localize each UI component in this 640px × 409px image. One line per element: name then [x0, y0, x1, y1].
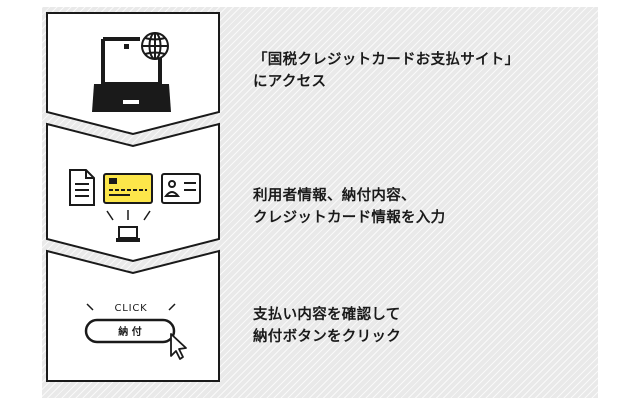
- step-2-description: 利用者情報、納付内容、 クレジットカード情報を入力: [253, 185, 445, 229]
- step-2-line-1: 利用者情報、納付内容、: [253, 188, 416, 204]
- id-card-icon: [161, 173, 201, 204]
- step-2-line-2: クレジットカード情報を入力: [253, 210, 446, 226]
- step-3-panel: [46, 249, 220, 382]
- cursor-icon: [170, 333, 187, 360]
- pay-button-label: 納 付: [118, 325, 141, 338]
- click-pay-button-icon: CLICK 納 付: [84, 303, 187, 360]
- pay-button: [84, 318, 176, 344]
- document-icon: [69, 169, 95, 206]
- step-3-line-1: 支払い内容を確認して: [253, 307, 401, 323]
- step-3-description: 支払い内容を確認して 納付ボタンをクリック: [253, 304, 401, 348]
- step-1-description: 「国税クレジットカードお支払サイト」 にアクセス: [253, 49, 519, 93]
- step-1-line-2: にアクセス: [253, 74, 327, 90]
- small-laptop-icon: [118, 226, 138, 239]
- step-3-line-2: 納付ボタンをクリック: [253, 329, 401, 345]
- step-1-line-1: 「国税クレジットカードお支払サイト」: [253, 52, 520, 68]
- click-label: CLICK: [114, 303, 147, 314]
- laptop-globe-icon: [92, 32, 171, 112]
- step-1-panel: [46, 12, 220, 136]
- document-card-id-laptop-icon: [69, 169, 201, 242]
